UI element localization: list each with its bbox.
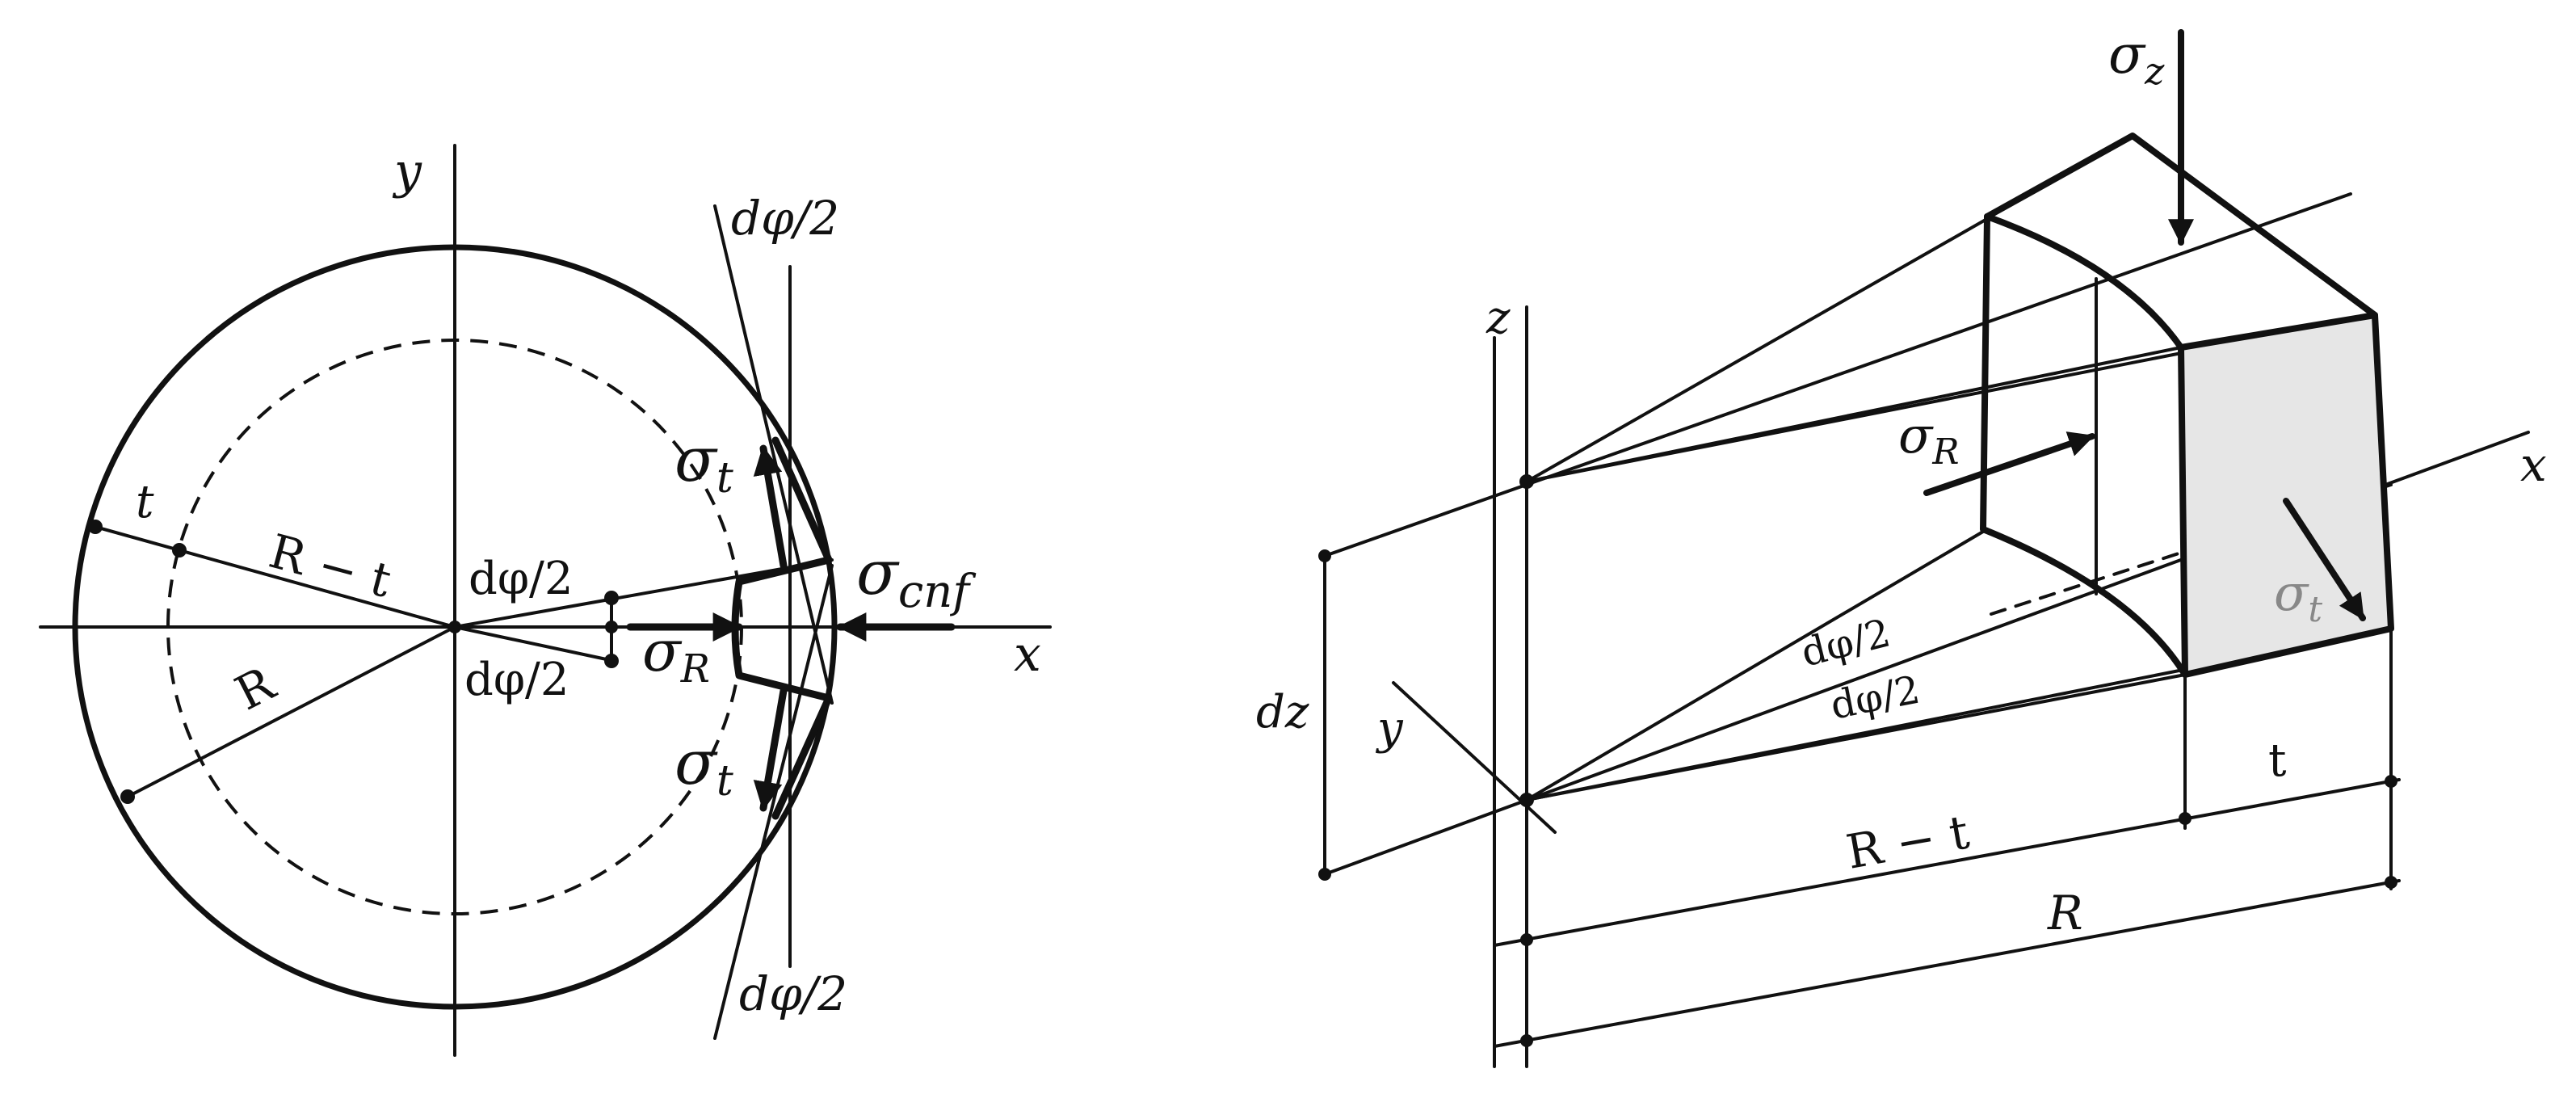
upper-origin-point xyxy=(1519,474,1534,489)
angle-label-upper: dφ/2 xyxy=(1796,610,1894,675)
dz-label: dz xyxy=(1256,686,1309,738)
x-axis-label: x xyxy=(2520,437,2547,492)
left-figure: y x dφ/2 dφ/2 dφ/2 dφ/2 σt σt σR σcnf t … xyxy=(39,143,1052,1057)
sigma-cnf-label: σcnf xyxy=(856,536,977,618)
sigma-t-label-3d: σt xyxy=(2274,563,2322,630)
dim-point-base-lower xyxy=(1520,1034,1533,1047)
angle-dim-point-bottom xyxy=(604,654,619,668)
sigma-r-arrow-3d xyxy=(1923,431,2095,496)
dim-point-outer-upper xyxy=(2385,775,2397,788)
outer-radius-label-3d: R xyxy=(2047,886,2083,940)
angle-label-top: dφ/2 xyxy=(731,191,839,246)
dim-point-base-upper xyxy=(1520,933,1533,946)
z-axis-label: z xyxy=(1486,292,1511,344)
dz-dim-point-top xyxy=(1318,549,1331,562)
thickness-label-3d: t xyxy=(2268,734,2287,787)
ray-upper-1 xyxy=(1525,215,1993,483)
outer-point-lower xyxy=(120,789,135,804)
y-axis-label: y xyxy=(1375,702,1404,755)
dim-point-outer-lower xyxy=(2385,876,2397,889)
angle-dim-point-mid xyxy=(605,621,618,633)
inner-radius-label: R − t xyxy=(263,524,397,608)
outer-point-upper xyxy=(88,520,103,534)
inner-point-upper xyxy=(172,543,187,558)
angle-label-center-lower: dφ/2 xyxy=(464,654,569,706)
inner-face-outline xyxy=(1980,213,2188,678)
right-figure: z x y σz σR σt dφ/2 dφ/2 dz t R − t R xyxy=(1256,23,2547,1068)
sigma-t-lower-label: σt xyxy=(674,726,733,806)
sigma-r-label-3d: σR xyxy=(1898,406,1959,473)
thickness-label: t xyxy=(136,476,154,528)
element-bottom-edge xyxy=(771,694,833,820)
sigma-z-label: σz xyxy=(2108,23,2165,93)
dz-dim-point-bottom xyxy=(1318,868,1331,881)
outer-radius-label: R xyxy=(226,655,284,721)
angle-label-center-upper: dφ/2 xyxy=(469,553,574,605)
inner-radius-label-3d: R − t xyxy=(1843,804,1973,879)
sigma-t-upper-arrow xyxy=(753,444,788,570)
dim-line-r-minus-t xyxy=(1493,778,2401,947)
element-top-edge xyxy=(771,436,833,564)
dim-point-inner xyxy=(2179,812,2191,825)
sigma-t-upper-label: σt xyxy=(674,423,733,503)
outer-circle xyxy=(72,244,838,1010)
y-axis-label: y xyxy=(392,143,422,200)
wedge-line-lower xyxy=(453,625,616,663)
ray-lower-1 xyxy=(1525,528,1989,802)
sigma-r-label: σR xyxy=(642,618,710,692)
angle-dim-point-top xyxy=(604,591,619,605)
dim-line-r xyxy=(1493,879,2401,1048)
angle-label-bottom: dφ/2 xyxy=(739,966,847,1021)
radius-line-lower xyxy=(126,625,456,798)
lower-origin-point xyxy=(1519,793,1534,807)
angle-label-lower: dφ/2 xyxy=(1827,667,1924,729)
y-axis-line xyxy=(1392,681,1557,834)
sigma-t-lower-arrow xyxy=(753,687,788,812)
top-inner-arc xyxy=(1984,213,2184,351)
top-perspective-line xyxy=(1323,192,2352,558)
top-face-outline xyxy=(1984,133,2378,318)
sigma-t-arrow-3d xyxy=(2283,498,2366,621)
x-axis-label: x xyxy=(1014,626,1041,683)
radius-line-upper xyxy=(94,525,456,629)
